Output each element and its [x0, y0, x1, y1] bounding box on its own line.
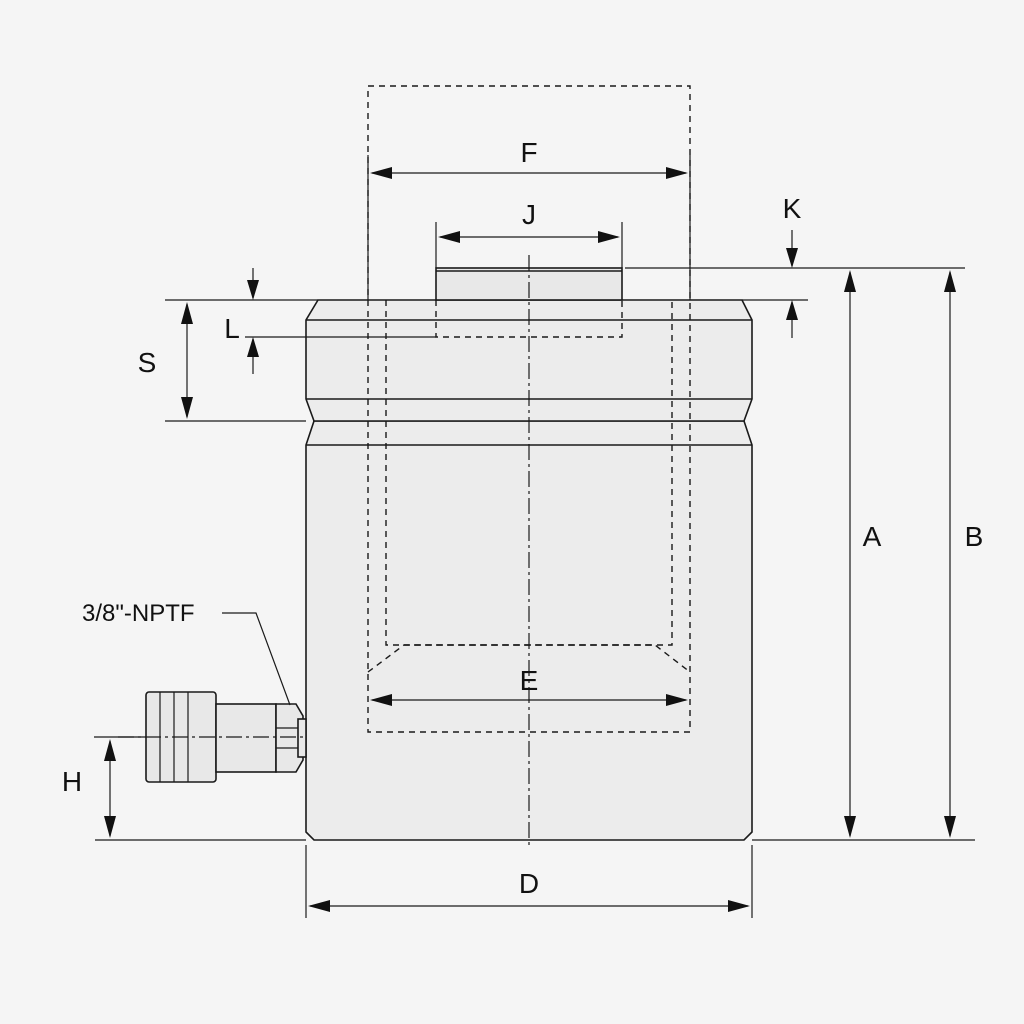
arrow-b-bottom: [944, 816, 956, 838]
dimension-a: A: [844, 270, 882, 838]
dimension-l: L: [224, 268, 259, 374]
cylinder-collar: [305, 299, 753, 422]
dimension-k: K: [783, 193, 802, 338]
coupler-thread-stub: [297, 718, 307, 758]
arrow-h-top: [104, 739, 116, 761]
arrow-s-top: [181, 302, 193, 324]
arrow-l-bottom: [247, 337, 259, 357]
arrow-f-right: [666, 167, 688, 179]
dimension-e: E: [370, 665, 688, 706]
cylinder-lower-body: [305, 420, 753, 841]
arrow-s-bottom: [181, 397, 193, 419]
label-f: F: [520, 137, 537, 168]
dimension-f: F: [370, 137, 688, 179]
cylinder-body: [305, 299, 753, 841]
label-d: D: [519, 868, 539, 899]
arrow-e-left: [370, 694, 392, 706]
label-b: B: [965, 521, 984, 552]
label-a: A: [863, 521, 882, 552]
arrow-l-top: [247, 280, 259, 300]
label-e: E: [520, 665, 539, 696]
arrow-d-right: [728, 900, 750, 912]
coupler-stem: [215, 703, 277, 773]
arrow-b-top: [944, 270, 956, 292]
arrow-a-bottom: [844, 816, 856, 838]
dimension-b: B: [944, 270, 983, 838]
dimension-s: S: [138, 302, 193, 419]
hydraulic-coupler: [118, 691, 307, 783]
arrow-j-left: [438, 231, 460, 243]
dimension-j: J: [438, 199, 620, 243]
arrow-k-top: [786, 248, 798, 268]
label-s: S: [138, 347, 157, 378]
label-j: J: [522, 199, 536, 230]
dimension-h: H: [62, 739, 116, 838]
port-leader-line: [222, 612, 291, 706]
arrow-h-bottom: [104, 816, 116, 838]
coupler-hex-nut: [275, 703, 304, 773]
extension-lines: [94, 155, 975, 918]
label-k: K: [783, 193, 802, 224]
dimension-d: D: [308, 868, 750, 912]
arrow-a-top: [844, 270, 856, 292]
port-thread-label: 3/8"-NPTF: [82, 600, 195, 627]
arrow-e-right: [666, 694, 688, 706]
arrow-f-left: [370, 167, 392, 179]
arrow-j-right: [598, 231, 620, 243]
arrow-d-left: [308, 900, 330, 912]
arrow-k-bottom: [786, 300, 798, 320]
label-l: L: [224, 313, 240, 344]
label-h: H: [62, 766, 82, 797]
